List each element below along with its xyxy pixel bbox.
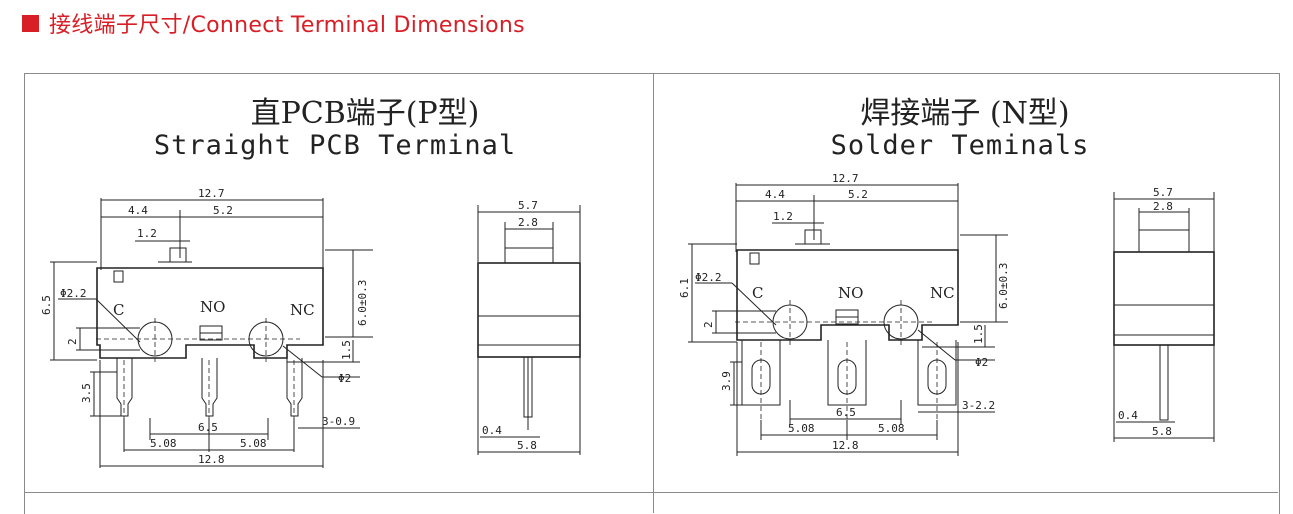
r-side-w: 5.7 <box>1153 186 1173 199</box>
r-dim-2: 2 <box>702 321 715 328</box>
l-dim-phi2: Φ2 <box>338 372 351 385</box>
l-dim-52: 5.2 <box>213 204 233 217</box>
l-pins <box>116 358 303 420</box>
l-label-c: C <box>113 301 124 319</box>
l-label-no: NO <box>200 298 225 316</box>
l-side-04: 0.4 <box>482 424 502 437</box>
r-label-nc: NC <box>930 284 955 302</box>
r-label-c: C <box>752 284 763 302</box>
bottom-divider <box>24 492 1278 493</box>
r-dim-65b: 6.5 <box>836 406 856 419</box>
right-side-view: 5.7 2.8 0.4 5.8 <box>1113 186 1215 442</box>
l-side-58: 5.8 <box>517 439 537 452</box>
r-dim-508a: 5.08 <box>788 422 815 435</box>
l-dim-height: 6.0±0.3 <box>356 280 369 326</box>
l-dim-508b: 5.08 <box>240 437 267 450</box>
r-side-58: 5.8 <box>1152 425 1172 438</box>
r-dim-phi2: Φ2 <box>975 356 988 369</box>
header-title: 接线端子尺寸/Connect Terminal Dimensions <box>49 13 525 38</box>
r-dim-12: 1.2 <box>773 210 793 223</box>
l-dim-phi22: Φ2.2 <box>60 287 87 300</box>
right-front-view: 12.7 4.4 5.2 1.2 C NO NC Φ2.2 6.1 2 <box>678 172 1010 456</box>
panel-divider <box>653 73 654 513</box>
r-dim-44: 4.4 <box>765 188 785 201</box>
r-dim-52: 5.2 <box>848 188 868 201</box>
r-dim-128: 12.8 <box>832 439 859 452</box>
r-dim-508b: 5.08 <box>878 422 905 435</box>
l-dim-65b: 6.5 <box>198 421 218 434</box>
l-dim-15: 1.5 <box>340 340 353 360</box>
l-dim-total-width: 12.7 <box>198 187 225 200</box>
l-dim-65: 6.5 <box>40 295 53 315</box>
r-dim-61: 6.1 <box>678 278 691 298</box>
r-side-top: 2.8 <box>1153 200 1173 213</box>
r-side-04: 0.4 <box>1118 409 1138 422</box>
r-label-no: NO <box>838 284 863 302</box>
l-side-w: 5.7 <box>518 199 538 212</box>
left-front-view: 12.7 4.4 5.2 1.2 C NO NC Φ2.2 6.5 <box>40 187 373 468</box>
left-title-zh: 直PCB端子(P型) <box>250 96 480 131</box>
diagram-frame <box>24 73 1280 514</box>
r-dim-39: 3.9 <box>720 371 733 391</box>
right-title-zh: 焊接端子 (N型) <box>860 96 1070 131</box>
r-dim-phi22: Φ2.2 <box>695 271 722 284</box>
r-dim-15: 1.5 <box>972 324 985 344</box>
l-dim-09: 3-0.9 <box>322 415 355 428</box>
left-title-en: Straight PCB Terminal <box>153 130 517 161</box>
header-square-icon <box>22 14 39 32</box>
l-side-top: 2.8 <box>518 216 538 229</box>
section-header: 接线端子尺寸/Connect Terminal Dimensions <box>22 8 525 38</box>
r-dim-22: 3-2.2 <box>962 399 995 412</box>
l-dim-12: 1.2 <box>137 227 157 240</box>
right-title-en: Solder Teminals <box>830 130 1090 161</box>
l-label-nc: NC <box>290 301 315 319</box>
l-dim-35: 3.5 <box>80 383 93 403</box>
l-dim-128: 12.8 <box>198 453 225 466</box>
left-side-view: 5.7 2.8 0.4 5.8 <box>477 199 581 455</box>
r-dim-total-width: 12.7 <box>832 172 859 185</box>
l-dim-2: 2 <box>66 338 79 345</box>
r-dim-height: 6.0±0.3 <box>997 263 1010 309</box>
l-dim-44: 4.4 <box>128 204 148 217</box>
r-solder-tabs <box>741 340 957 420</box>
l-dim-508a: 5.08 <box>150 437 177 450</box>
